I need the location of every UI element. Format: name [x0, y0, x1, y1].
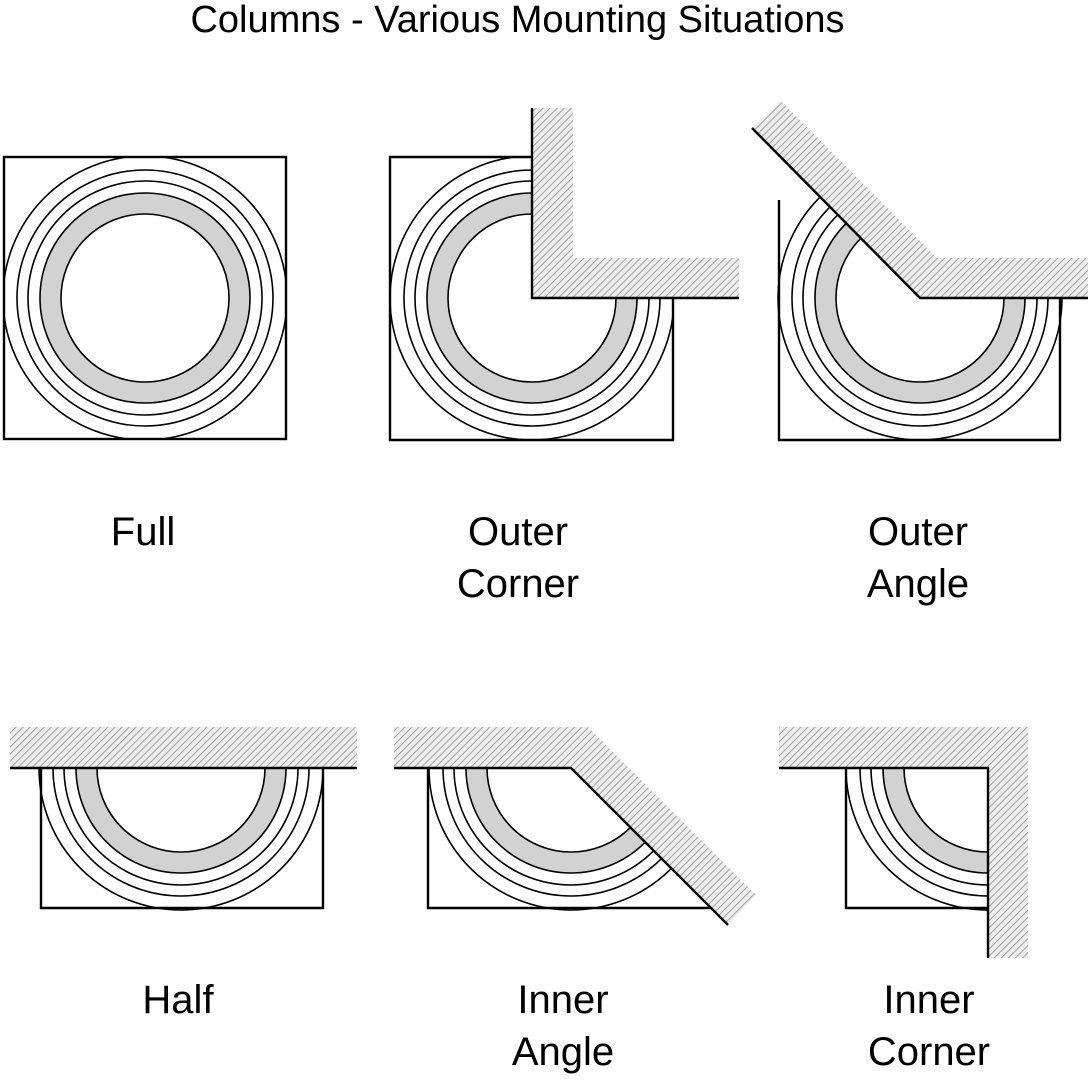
label-line: Outer: [467, 510, 569, 554]
wall-inner-corner: [779, 727, 1028, 958]
label-line: Half: [142, 978, 214, 1022]
label-inner-angle: Inner Angle: [413, 974, 713, 1078]
page-title: Columns - Various Mounting Situations: [190, 0, 845, 41]
label-half: Half: [28, 974, 328, 1026]
situation-outer-corner: [388, 108, 739, 442]
wall-outer-angle: [752, 101, 1088, 298]
situation-full: [2, 155, 288, 441]
label-line: Corner: [456, 562, 580, 606]
label-line: Angle: [511, 1030, 615, 1074]
situation-outer-angle: [751, 101, 1088, 442]
label-line: Outer: [867, 510, 969, 554]
wall-outer-corner: [532, 108, 739, 298]
label-full: Full: [0, 506, 293, 558]
wall-inner-angle: [394, 727, 756, 925]
situation-inner-corner: [779, 727, 1028, 958]
wall-half: [10, 727, 357, 768]
situation-inner-angle: [394, 727, 756, 926]
label-outer-angle: Outer Angle: [768, 506, 1068, 610]
label-line: Inner: [883, 978, 975, 1022]
label-outer-corner: Outer Corner: [368, 506, 668, 610]
label-line: Angle: [866, 562, 970, 606]
situation-half: [10, 727, 357, 911]
label-line: Full: [110, 510, 176, 554]
label-inner-corner: Inner Corner: [779, 974, 1079, 1078]
label-line: Inner: [517, 978, 609, 1022]
label-line: Corner: [867, 1030, 991, 1074]
